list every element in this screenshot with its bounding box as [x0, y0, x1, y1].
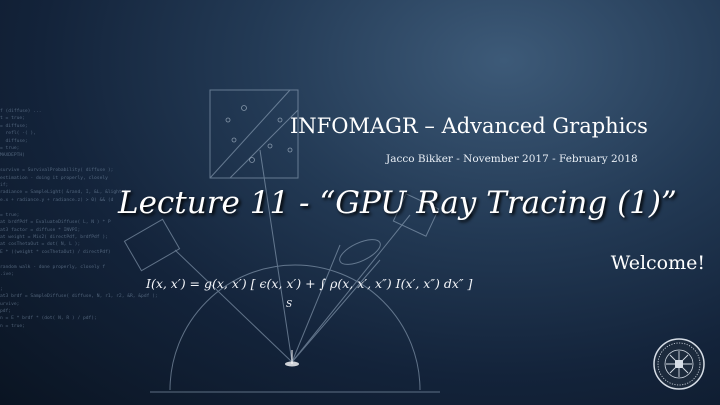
sample-dot	[249, 157, 255, 163]
cone-cap	[339, 239, 381, 265]
ray-line-2	[229, 109, 299, 179]
background-code: f (diffuse) ... t = true; = diffuse; ref…	[0, 109, 158, 329]
sample-dot	[225, 117, 231, 123]
sample-dot	[287, 147, 293, 153]
surface-point	[285, 350, 299, 367]
cone-edge-2	[291, 259, 381, 363]
sensor-plane	[209, 89, 299, 179]
lecture-title: Lecture 11 - “GPU Ray Tracing (1)”	[118, 185, 677, 221]
sample-dot	[267, 143, 273, 149]
ray-line-5	[291, 214, 411, 363]
course-subtitle: Jacco Bikker - November 2017 - February …	[386, 153, 638, 165]
welcome-text: Welcome!	[610, 252, 705, 274]
sample-dot	[277, 117, 283, 123]
course-title: INFOMAGR – Advanced Graphics	[290, 114, 648, 138]
cone-edge-1	[291, 244, 341, 363]
hemisphere	[169, 264, 421, 391]
rendering-equation: I(x, x′) = g(x, x′) [ ϵ(x, x′) + ∫ ρ(x, …	[146, 276, 473, 291]
sample-dot	[241, 105, 247, 111]
ray-line-1	[209, 89, 291, 179]
university-seal-icon	[653, 338, 705, 390]
light-box-right	[392, 193, 440, 237]
sample-dot	[231, 137, 237, 143]
equation-subscript: S	[286, 300, 293, 310]
ray-line-4	[174, 249, 293, 363]
ray-line-3	[259, 149, 293, 363]
light-box-left	[123, 218, 181, 272]
